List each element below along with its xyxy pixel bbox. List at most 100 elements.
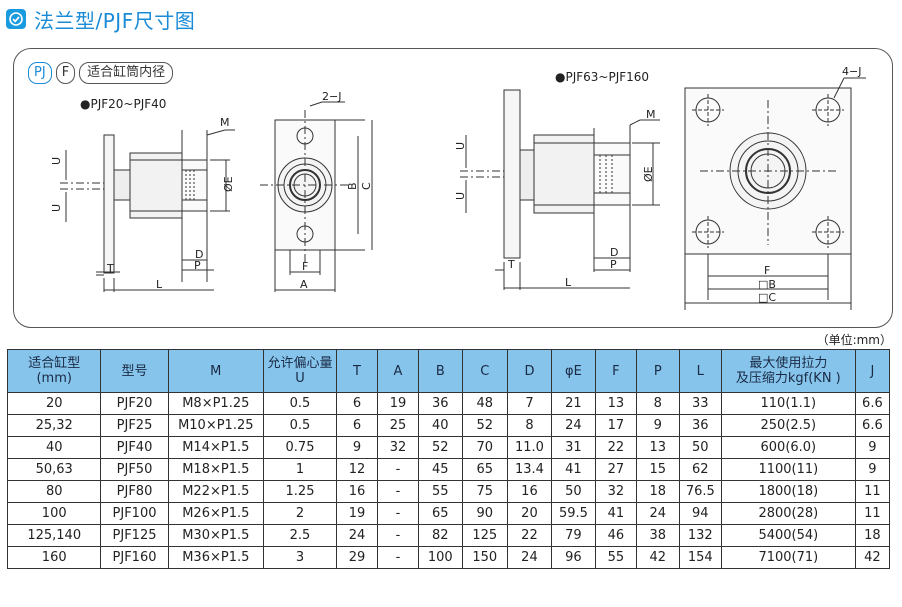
- table-cell: 75: [461, 480, 508, 503]
- technical-drawing: 2−J M ØE D P T L U U B C F A 4−J M ØE D …: [50, 65, 866, 310]
- table-cell: 13.4: [506, 458, 552, 481]
- label-right-b: □B: [758, 278, 776, 291]
- table-cell: 15: [635, 458, 680, 481]
- table-cell: 24: [506, 546, 552, 569]
- table-cell: 110(1.1): [720, 392, 856, 415]
- table-cell: 6: [336, 392, 378, 415]
- table-cell: 25,32: [6, 414, 102, 437]
- check-icon: [6, 9, 26, 29]
- table-cell: 76.5: [678, 480, 722, 503]
- table-cell: 6.6: [854, 392, 891, 415]
- table-cell: 20: [6, 392, 102, 415]
- table-cell: 3: [263, 546, 337, 569]
- label-right-c: □C: [758, 291, 776, 304]
- table-cell: 7100(71): [720, 546, 856, 569]
- table-cell: M8×P1.25: [167, 392, 265, 415]
- table-cell: M26×P1.5: [167, 502, 265, 525]
- column-header: A: [377, 349, 419, 393]
- left-model-label: ●PJF20~PJF40: [80, 97, 167, 111]
- label-left-l: L: [156, 278, 163, 291]
- table-cell: 1: [263, 458, 337, 481]
- column-header: B: [418, 349, 463, 393]
- column-header: 适合缸型(mm): [6, 349, 102, 393]
- table-cell: 24: [336, 524, 378, 547]
- table-cell: 70: [461, 436, 508, 459]
- label-right-l: L: [565, 276, 572, 289]
- table-cell: 82: [418, 524, 463, 547]
- table-cell: 22: [506, 524, 552, 547]
- table-cell: 9: [854, 436, 891, 459]
- page-title: 法兰型/PJF尺寸图: [34, 8, 196, 33]
- table-cell: 160: [6, 546, 102, 569]
- label-right-m: M: [646, 108, 656, 121]
- table-cell: 65: [461, 458, 508, 481]
- table-cell: 2: [263, 502, 337, 525]
- column-header: D: [506, 349, 552, 393]
- unit-note: （单位:mm）: [816, 333, 892, 347]
- column-header: L: [678, 349, 722, 393]
- table-cell: 25: [377, 414, 419, 437]
- table-cell: 9: [336, 436, 378, 459]
- table-cell: 13: [594, 392, 637, 415]
- label-left-u2: U: [50, 204, 63, 212]
- table-cell: PJF100: [100, 502, 169, 525]
- table-cell: 6: [336, 414, 378, 437]
- right-model-label: ●PJF63~PJF160: [555, 70, 650, 84]
- table-cell: 21: [550, 392, 596, 415]
- table-cell: 52: [461, 414, 508, 437]
- table-cell: -: [377, 524, 419, 547]
- tag-f: F: [55, 62, 76, 84]
- tag-bore-fit: 适合缸筒内径: [79, 62, 174, 84]
- table-cell: 48: [461, 392, 508, 415]
- table-cell: 0.75: [263, 436, 337, 459]
- table-cell: -: [377, 458, 419, 481]
- table-cell: PJF40: [100, 436, 169, 459]
- table-cell: 40: [418, 414, 463, 437]
- table-cell: 32: [377, 436, 419, 459]
- table-cell: 17: [594, 414, 637, 437]
- table-cell: 12: [336, 458, 378, 481]
- table-cell: 6.6: [854, 414, 891, 437]
- column-header: M: [167, 349, 265, 393]
- table-cell: 1800(18): [720, 480, 856, 503]
- table-cell: 24: [635, 502, 680, 525]
- column-header: 型号: [100, 349, 169, 393]
- column-header: P: [635, 349, 680, 393]
- table-cell: 250(2.5): [720, 414, 856, 437]
- table-cell: 31: [550, 436, 596, 459]
- table-cell: PJF50: [100, 458, 169, 481]
- table-cell: 24: [550, 414, 596, 437]
- table-cell: 600(6.0): [720, 436, 856, 459]
- label-right-e: ØE: [642, 166, 655, 182]
- table-cell: PJF20: [100, 392, 169, 415]
- table-cell: 125,140: [6, 524, 102, 547]
- table-cell: 2.5: [263, 524, 337, 547]
- table-cell: 42: [635, 546, 680, 569]
- table-cell: 41: [550, 458, 596, 481]
- table-cell: 11.0: [506, 436, 552, 459]
- table-cell: 62: [678, 458, 722, 481]
- table-cell: M14×P1.5: [167, 436, 265, 459]
- column-header: 最大使用拉力及压缩力kgf(KN ): [720, 349, 856, 393]
- table-cell: 90: [461, 502, 508, 525]
- table-cell: 46: [594, 524, 637, 547]
- table-cell: 154: [678, 546, 722, 569]
- label-right-j: 4−J: [842, 65, 861, 78]
- label-left-f: F: [302, 260, 308, 273]
- table-cell: 18: [854, 524, 891, 547]
- table-cell: 2800(28): [720, 502, 856, 525]
- column-header: F: [594, 349, 637, 393]
- table-cell: M10×P1.25: [167, 414, 265, 437]
- table-cell: 19: [377, 392, 419, 415]
- label-left-t: T: [106, 262, 114, 275]
- table-cell: 79: [550, 524, 596, 547]
- label-right-u1: U: [454, 142, 467, 150]
- label-left-j: 2−J: [322, 90, 341, 103]
